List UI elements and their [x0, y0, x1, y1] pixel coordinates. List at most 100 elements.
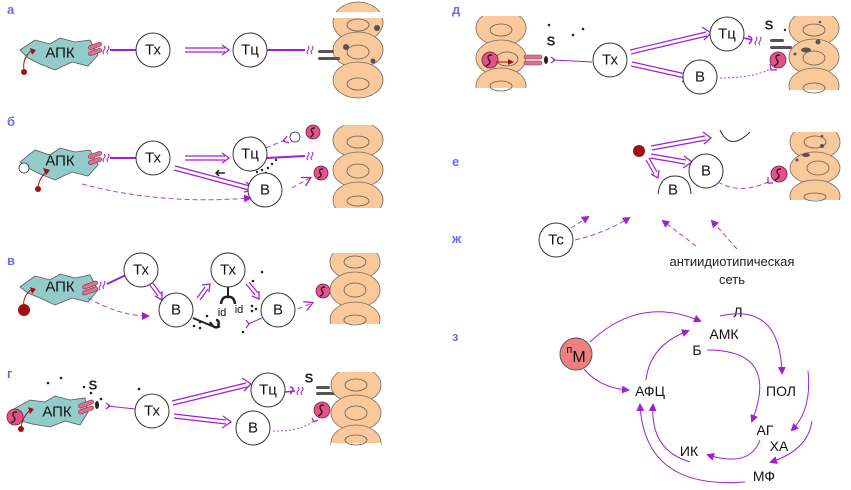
virus-icon — [313, 165, 329, 181]
signal-wave-icon — [102, 153, 110, 163]
b-cell — [235, 410, 271, 446]
dashed-arrow — [717, 181, 769, 189]
b-cell — [688, 153, 724, 189]
th-label: Тх — [145, 150, 162, 167]
virus-icon — [770, 165, 788, 183]
b-label: В — [701, 163, 711, 180]
apk-label: АПК — [45, 45, 75, 62]
tc-label: Тц — [241, 146, 259, 163]
apk-cell — [19, 147, 99, 181]
interaction-line — [107, 405, 136, 410]
interaction-line — [552, 59, 593, 63]
interaction-line — [247, 317, 263, 325]
signal-wave-icon — [296, 386, 304, 396]
apk-cell — [19, 37, 99, 71]
tc-cell — [232, 136, 268, 172]
perforin-granules — [316, 386, 330, 389]
receptor — [78, 399, 94, 409]
network-label-line1: антиидиотипическая — [670, 254, 795, 269]
target-tissue — [788, 4, 840, 110]
tc-label: Тц — [259, 382, 277, 399]
b-cell — [260, 292, 296, 328]
target-tissue — [332, 115, 384, 223]
b-label: В — [260, 182, 270, 199]
cytokine-dots — [255, 158, 278, 175]
target-tissue — [329, 238, 381, 344]
b-label: В — [273, 302, 283, 319]
dashed-arrow — [661, 219, 697, 247]
cycle-label-xa: ХА — [770, 438, 789, 454]
cycle-label-mf: МФ — [753, 468, 775, 484]
panel-letter-v: в — [7, 253, 15, 268]
s-label: S — [765, 18, 774, 33]
receptor — [82, 280, 98, 290]
dotted-arrow — [272, 419, 316, 432]
antigen-dot — [18, 426, 24, 432]
perforin-granules — [770, 39, 784, 42]
antigen-dot — [21, 69, 27, 75]
b-label: В — [171, 302, 181, 319]
signal-wave-icon — [98, 280, 106, 291]
antigen-arrow-icon — [508, 59, 514, 65]
double-arrow — [645, 157, 660, 180]
antigen-complex — [289, 131, 301, 143]
cycle-label-pol: ПОЛ — [766, 383, 796, 399]
receptor — [82, 286, 98, 296]
double-arrow — [245, 281, 260, 300]
antibody-icon — [192, 317, 221, 329]
antigen-arrow-icon — [28, 407, 34, 414]
th-cell — [592, 42, 628, 78]
b-cell — [158, 292, 194, 328]
s-label: S — [547, 34, 556, 49]
cycle-arrow — [645, 329, 690, 381]
target-tissue — [318, 1, 384, 99]
panel-letter-zh: ж — [451, 231, 462, 246]
signal-wave-icon — [306, 151, 314, 161]
th-cell — [135, 140, 171, 176]
interaction-line — [284, 386, 296, 395]
signal-wave-icon — [102, 45, 110, 55]
dashed-arrow — [574, 216, 631, 241]
apk-label: АПК — [45, 279, 75, 296]
th-label: Тх — [144, 403, 161, 420]
panel-zh: ж Тс антиидиотипическая сеть — [451, 215, 795, 287]
dashed-arrow — [81, 183, 252, 203]
antibody-icon — [219, 287, 237, 305]
antibody-icon — [214, 169, 225, 177]
receptor — [88, 47, 102, 57]
panel-z: з пМ Л АМК Б АФЦ ПОЛ АГ ХА ИК МФ — [452, 304, 813, 484]
apk-cell — [19, 273, 99, 306]
panel-letter-b: б — [7, 114, 15, 129]
cytokine-dots — [46, 376, 141, 401]
double-arrow — [649, 153, 694, 169]
cycle-label-ik: ИК — [680, 443, 699, 459]
virus-icon — [6, 408, 24, 426]
cycle-label-l: Л — [733, 304, 742, 320]
tc-label: Тц — [718, 26, 736, 43]
receptor — [523, 60, 543, 66]
b-cell — [682, 59, 718, 95]
antigen-peptide — [95, 401, 99, 409]
s-label: S — [305, 371, 314, 386]
pm-sup: п — [566, 344, 572, 356]
cycle-arrow — [706, 349, 761, 423]
cycle-label-amk: АМК — [709, 326, 739, 342]
id-label: id — [218, 307, 227, 319]
cycle-arrow — [769, 420, 813, 464]
virus-icon — [305, 124, 321, 140]
pm-label: пМ — [566, 344, 585, 366]
cytokine-dots — [192, 314, 209, 330]
b-label: В — [248, 420, 258, 437]
interaction-line — [743, 35, 753, 45]
dashed-arrow — [297, 303, 312, 309]
virus-icon — [315, 283, 331, 299]
panel-letter-z: з — [452, 329, 459, 344]
double-arrow — [173, 413, 233, 429]
panel-d: д S Тх — [452, 2, 840, 110]
cycle-label-b: Б — [692, 342, 701, 358]
panel-letter-e: е — [452, 154, 459, 169]
double-arrow — [171, 377, 253, 406]
receptor — [523, 54, 543, 60]
apk-cell — [11, 395, 89, 428]
